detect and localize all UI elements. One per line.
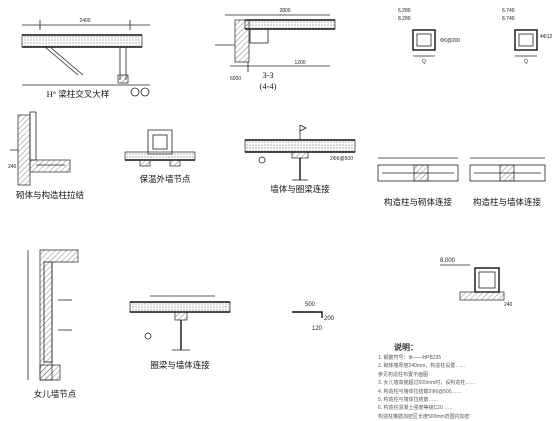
svg-text:Φ6@200: Φ6@200: [440, 38, 460, 44]
note-item: 构造柱箍筋加密区长度500mm范围内加密: [378, 413, 470, 420]
note-item: 2. 砌体墙厚度240mm，构造柱设置……: [378, 363, 466, 370]
svg-text:6000: 6000: [230, 76, 241, 82]
detail-column-section-right: 8.000 240: [440, 258, 513, 308]
svg-text:2400: 2400: [79, 18, 90, 24]
svg-text:500: 500: [305, 302, 316, 308]
svg-text:8.280: 8.280: [398, 16, 411, 22]
caption-beam-column: H° 梁柱交叉大样: [47, 89, 110, 99]
note-item: 5. 构造柱与墙体拉结筋……: [378, 397, 439, 404]
svg-text:Q: Q: [422, 59, 426, 65]
caption-column-masonry-a: 构造柱与砌体连接: [384, 197, 453, 207]
notes-title: 说明：: [394, 343, 418, 352]
notes-list: 1. 钢筋符号：Φ——HPB235 2. 砌体墙厚度240mm，构造柱设置…… …: [378, 354, 475, 421]
detail-masonry-tie: 240 砌体与构造柱拉结: [8, 111, 84, 200]
detail-beam-column-junction: 2400 H° 梁柱交叉大样: [21, 18, 150, 99]
svg-text:2Φ6@500: 2Φ6@500: [330, 156, 353, 162]
svg-text:2800: 2800: [279, 8, 290, 14]
svg-text:240: 240: [504, 302, 513, 308]
caption-ring-beam-wall: 圈梁与墙体连接: [150, 360, 210, 370]
detail-ring-beam-wall: 圈梁与墙体连接: [129, 295, 231, 370]
detail-bar-bend: 500 200 120: [292, 302, 335, 332]
caption-section-3-3: 3-3: [262, 70, 273, 80]
svg-text:240: 240: [8, 164, 17, 170]
svg-text:6.740: 6.740: [502, 8, 515, 14]
svg-text:6.280: 6.280: [398, 8, 411, 14]
svg-text:8.000: 8.000: [440, 258, 456, 264]
note-item: 6. 构造柱混凝土强度等级C20……: [378, 405, 453, 412]
svg-text:200: 200: [324, 316, 335, 322]
svg-text:8.740: 8.740: [502, 16, 515, 22]
note-item: 3. 女儿墙高度超过500mm时，设构造柱……: [378, 380, 476, 387]
notes-block: 说明： 1. 钢筋符号：Φ——HPB235 2. 砌体墙厚度240mm，构造柱设…: [376, 338, 556, 421]
svg-text:Q: Q: [524, 59, 528, 65]
caption-parapet: 女儿墙节点: [34, 389, 77, 399]
svg-text:1200: 1200: [294, 60, 305, 66]
caption-insulation-wall: 保温外墙节点: [139, 174, 191, 184]
note-item: 参见构造柱布置平面图: [378, 371, 429, 378]
note-item: 4. 构造柱与墙体拉结筋2Φ6@500……: [378, 388, 462, 395]
detail-wall-ring-beam: 2Φ6@500 墙体与圈梁连接: [244, 124, 356, 194]
detail-insulation-wall: 保温外墙节点: [124, 129, 196, 184]
detail-parapet: 女儿墙节点: [27, 249, 79, 399]
caption-wall-ring-beam: 墙体与圈梁连接: [270, 184, 330, 194]
svg-text:120: 120: [312, 326, 323, 332]
caption-section-4-4: (4-4): [260, 81, 277, 91]
detail-section-3-3: 2800 1200 3-3 (4-4) 6000: [215, 8, 336, 91]
detail-column-masonry-b: 构造柱与墙体连接: [469, 157, 546, 207]
note-item: 1. 钢筋符号：Φ——HPB235: [378, 355, 442, 361]
detail-column-sections: 6.280 8.280 Q Φ6@200 6.740 8.740 4Φ12 Q: [398, 8, 553, 65]
detail-column-masonry-a: 构造柱与砌体连接: [377, 157, 459, 207]
svg-text:4Φ12: 4Φ12: [540, 34, 553, 40]
caption-masonry-tie: 砌体与构造柱拉结: [16, 190, 84, 200]
caption-column-masonry-b: 构造柱与墙体连接: [473, 197, 542, 207]
